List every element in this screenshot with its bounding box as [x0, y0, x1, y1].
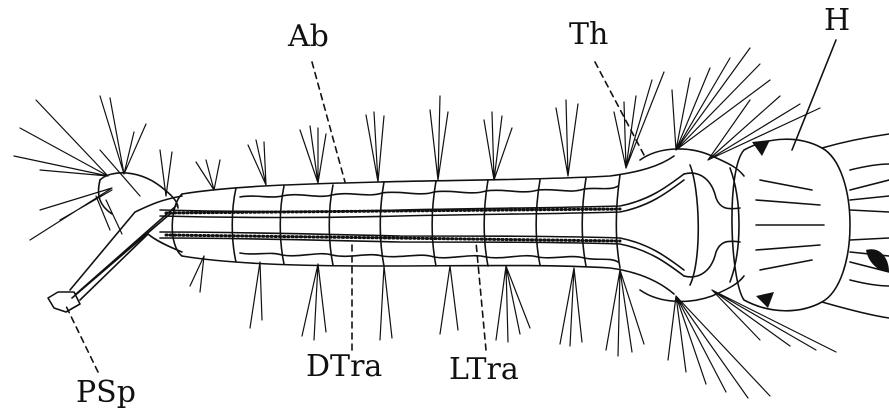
label-dtra: DTra [306, 352, 382, 382]
label-ab: Ab [288, 22, 329, 52]
setae-thorax [668, 48, 836, 398]
eye-spots [752, 140, 889, 308]
siphon [48, 173, 182, 312]
label-h: H [824, 6, 850, 36]
label-th: Th [569, 20, 608, 50]
abdomen [172, 156, 674, 294]
label-ltra: LTra [449, 355, 519, 385]
tracheae [160, 173, 740, 277]
label-psp: PSp [76, 378, 136, 408]
setae-bottom [190, 256, 644, 356]
head [732, 134, 889, 318]
setae-tail [14, 96, 146, 240]
thorax [640, 149, 744, 301]
